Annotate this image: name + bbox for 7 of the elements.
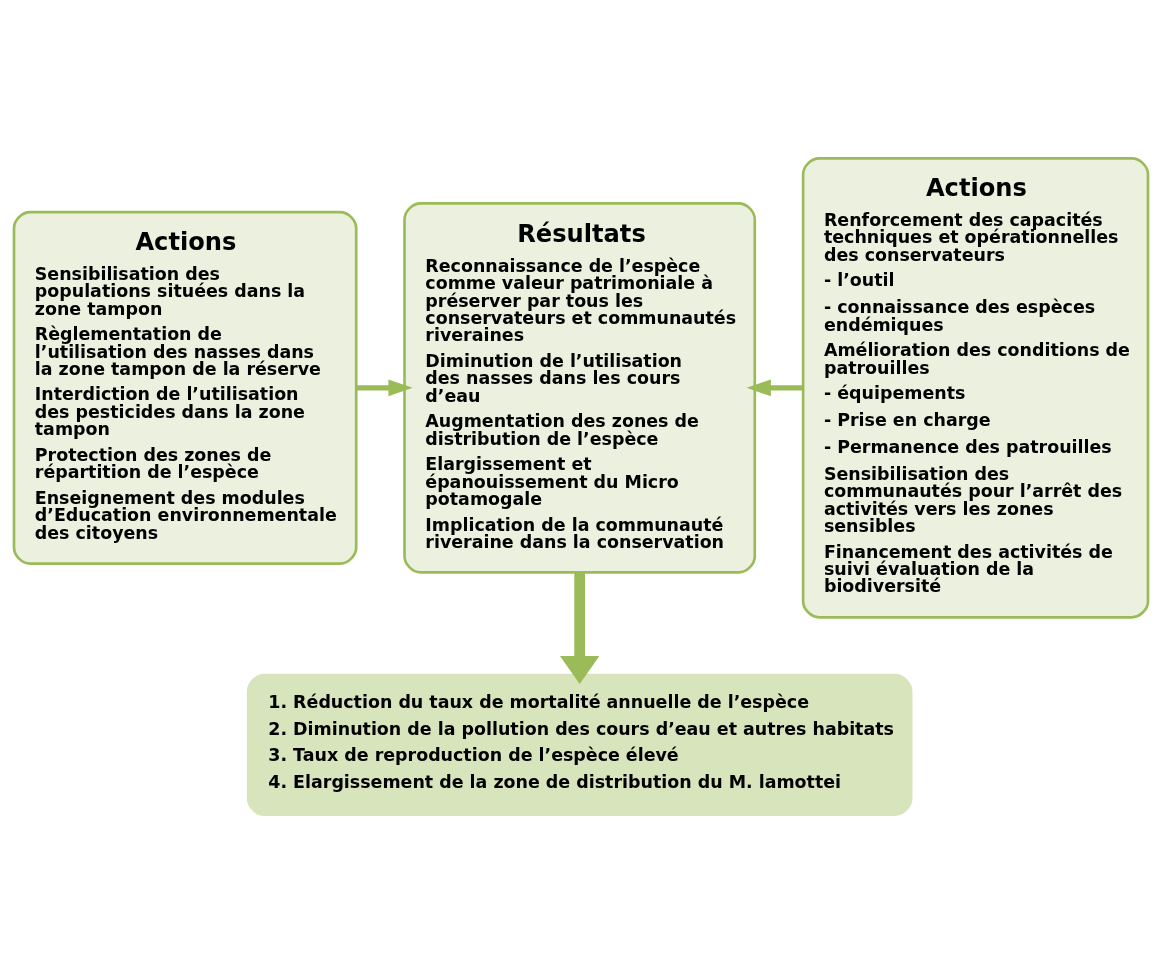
arrow xyxy=(356,378,413,396)
node-box: Actions Renforcement des capacités techniques et opérationnelles des conservateurs - l’outil - connaissance des espèces endémiques Amélioration des conditions de patrouilles - équipements - Prise en charge - Permanence des patrouilles Sensibilisation des communautés pour l’arrêt des activités vers les zones sensibles Financement des activités de suivi évaluation de la biodiversité xyxy=(801,156,1150,619)
node-box: Résultats Reconnaissance de l’espèce comme valeur patrimoniale à préserver par tous les conservateurs et communautés riveraines Diminution de l’utilisation des nasses dans les cours d’eau Augmentation des zones de distribution de l’espèce Elargissement et épanouissement du Micro potamogale Implication de la communauté riveraine dans la conservation xyxy=(403,201,757,574)
node-box: Actions Sensibilisation des populations situées dans la zone tampon Règlementation de l’utilisation des nasses dans la zone tampon de la réserve Interdiction de l’utilisation des pesticides dans la zone tampon Protection des zones de répartition de l’espèce Enseignement des modules d’Education environnementale des citoyens xyxy=(12,210,358,565)
arrow xyxy=(559,572,600,684)
node-box: 1. Réduction du taux de mortalité annuelle de l’espèce 2. Diminution de la pollution des cours d’eau et autres habitats 3. Taux de reproduction de l’espèce élevé 4. Elargissement de la zone de distribution du M. lamottei xyxy=(246,673,913,816)
arrow xyxy=(746,378,804,396)
